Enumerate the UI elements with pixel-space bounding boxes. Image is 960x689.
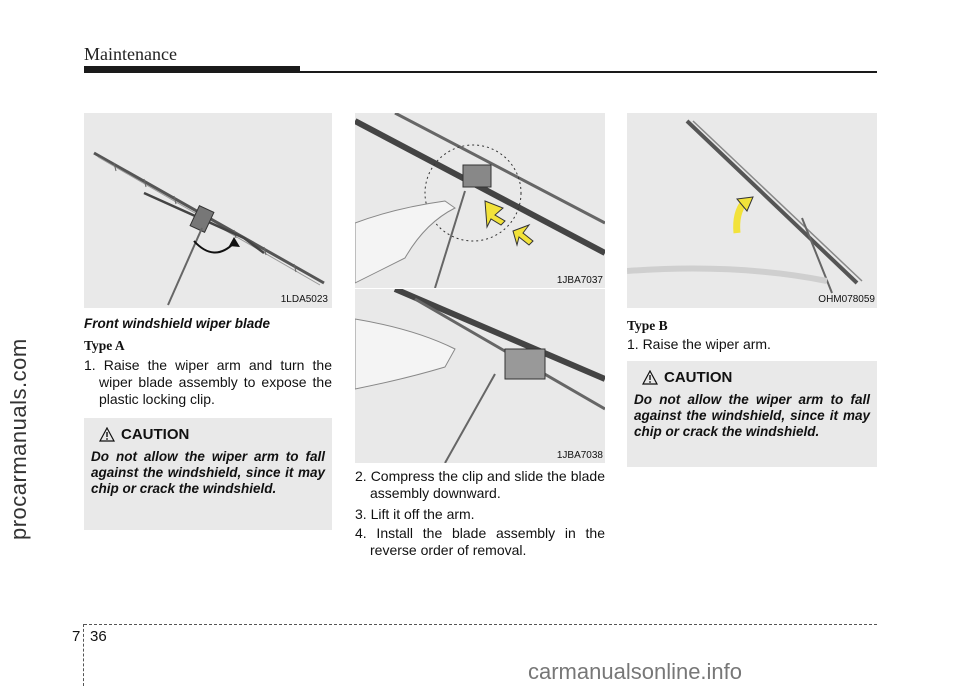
step-text: 2. Compress the clip and slide the blade… xyxy=(355,468,605,501)
type-b-label: Type B xyxy=(627,318,668,333)
yellow-arrow-icon xyxy=(484,200,506,229)
yellow-arrow-icon xyxy=(512,223,534,247)
step-1-type-a: 1. Raise the wiper arm and turn the wipe… xyxy=(84,357,332,408)
figure-code-top: 1JBA7037 xyxy=(556,275,603,286)
step-4: 4. Install the blade assembly in the rev… xyxy=(355,525,605,559)
header-bar xyxy=(84,66,300,72)
step-2: 2. Compress the clip and slide the blade… xyxy=(355,468,605,502)
watermark-left: procarmanuals.com xyxy=(6,338,31,540)
footer-rule xyxy=(84,624,877,625)
step-1-type-b: 1. Raise the wiper arm. xyxy=(627,336,877,353)
type-a-label: Type A xyxy=(84,338,125,353)
subtitle: Front windshield wiper blade xyxy=(84,316,271,331)
figure-compress-clip: 1JBA7037 xyxy=(355,113,605,288)
footer-divider xyxy=(83,624,84,686)
step-text: 1. Raise the wiper arm and turn the wipe… xyxy=(84,357,332,407)
figure-code-bottom: 1JBA7038 xyxy=(556,450,603,461)
figure-wiper-type-a: 1LDA5023 xyxy=(84,113,332,308)
caution-header: CAUTION xyxy=(642,369,870,386)
step-text: 1. Raise the wiper arm. xyxy=(627,336,771,352)
watermark-bottom: carmanualsonline.info xyxy=(528,659,743,684)
caution-header: CAUTION xyxy=(99,426,325,443)
caution-box-1: CAUTION Do not allow the wiper arm to fa… xyxy=(84,418,332,530)
caution-text: Do not allow the wiper arm to fall again… xyxy=(634,392,870,439)
warning-triangle-icon xyxy=(642,370,658,385)
caution-title: CAUTION xyxy=(664,369,733,386)
chapter-number: 7 xyxy=(72,628,81,645)
slide-illustration xyxy=(355,289,605,463)
figure-slide-blade: 1JBA7038 xyxy=(355,289,605,463)
header-rule xyxy=(84,71,877,73)
step-text: 4. Install the blade assembly in the rev… xyxy=(355,525,605,558)
caution-title: CAUTION xyxy=(121,426,190,443)
figure-code: 1LDA5023 xyxy=(280,294,328,305)
caution-box-2: CAUTION Do not allow the wiper arm to fa… xyxy=(627,361,877,467)
rotate-arrow-icon xyxy=(193,240,235,254)
warning-triangle-icon xyxy=(99,427,115,442)
step-text: 3. Lift it off the arm. xyxy=(355,506,475,522)
wiper-illustration xyxy=(93,151,325,306)
page-number: 36 xyxy=(90,628,107,645)
section-title: Maintenance xyxy=(84,44,177,64)
wiper-b-illustration xyxy=(627,119,863,294)
caution-text: Do not allow the wiper arm to fall again… xyxy=(91,449,325,496)
clip-illustration xyxy=(355,113,605,288)
figure-code-c3: OHM078059 xyxy=(818,294,875,305)
figure-wiper-type-b: OHM078059 xyxy=(627,113,877,308)
step-3: 3. Lift it off the arm. xyxy=(355,506,605,523)
